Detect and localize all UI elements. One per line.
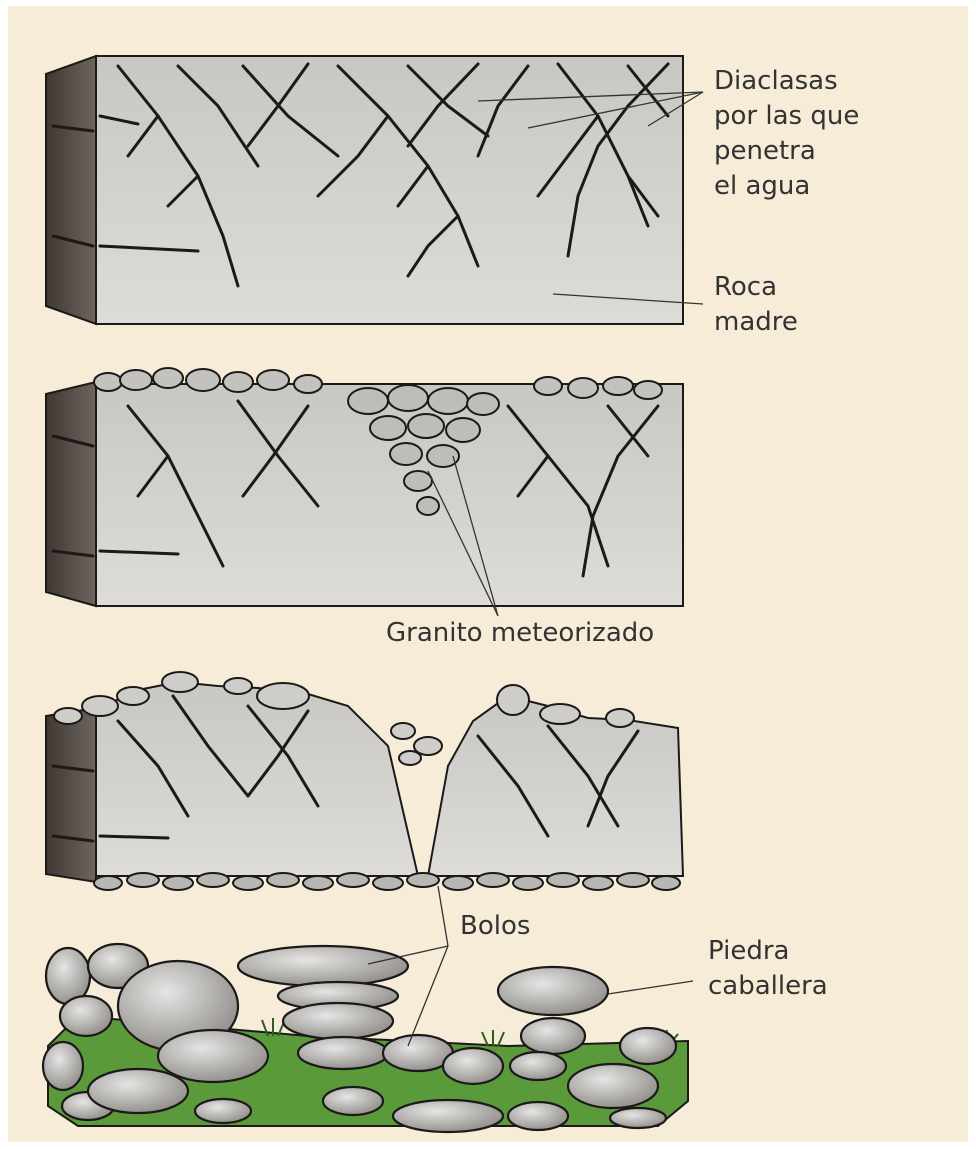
label-roca-madre-line2: madre xyxy=(714,305,798,340)
label-roca-madre: Roca madre xyxy=(714,270,798,340)
label-diaclasas: Diaclasas por las que penetra el agua xyxy=(714,64,859,204)
block-weathered-granite xyxy=(46,368,683,616)
label-bolos: Bolos xyxy=(460,909,530,944)
bolos-row xyxy=(94,873,680,890)
label-diaclasas-line2: por las que xyxy=(714,99,859,134)
label-granito-meteorizado: Granito meteorizado xyxy=(386,616,654,651)
label-diaclasas-line1: Diaclasas xyxy=(714,64,859,99)
label-piedra-caballera: Piedra caballera xyxy=(708,934,828,1004)
label-piedra-caballera-line1: Piedra xyxy=(708,934,828,969)
label-diaclasas-line3: penetra xyxy=(714,134,859,169)
block-eroded xyxy=(46,672,683,890)
label-piedra-caballera-line2: caballera xyxy=(708,969,828,1004)
label-roca-madre-line1: Roca xyxy=(714,270,798,305)
label-diaclasas-line4: el agua xyxy=(714,169,859,204)
block-bedrock xyxy=(46,56,703,324)
landscape-bolos xyxy=(43,886,693,1132)
leader-piedra-caballera xyxy=(608,981,693,994)
diagram-background: Diaclasas por las que penetra el agua Ro… xyxy=(8,6,968,1142)
